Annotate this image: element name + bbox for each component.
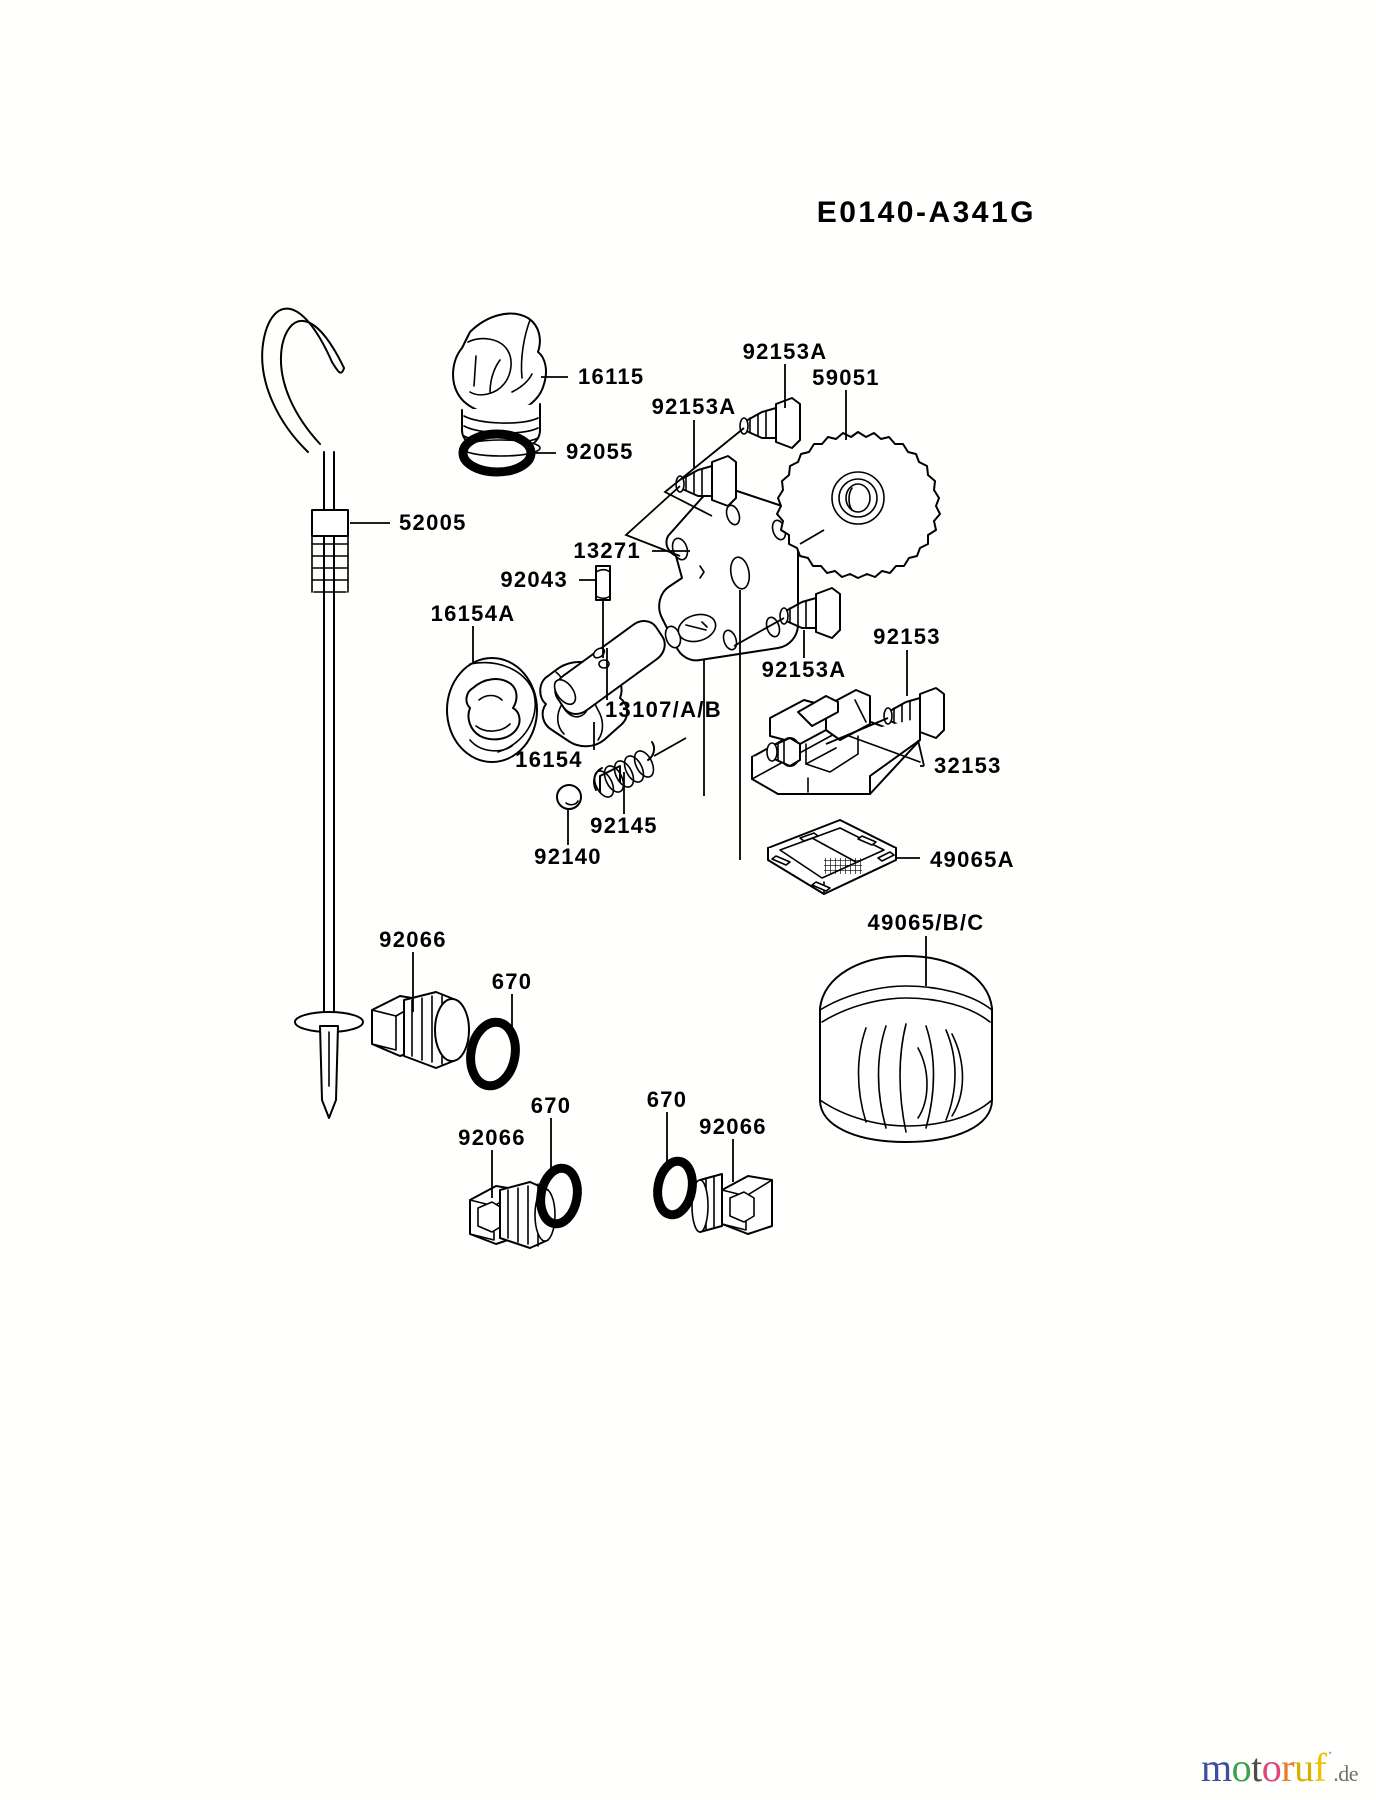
part-flanged-bolt-a1 [739,397,801,449]
part-callout-pin-dowel: 92043 [500,567,568,592]
part-oil-pump-gear [776,431,941,579]
part-callout-rotor-inner-pump: 16154 [515,747,583,772]
part-callout-o-ring-drain-mid: 670 [530,1093,572,1118]
part-relief-spring [593,741,656,798]
diagram-title: E0140-A341G [816,196,1036,229]
part-callout-pipe-oil-filter-base: 32153 [934,753,1002,778]
part-callout-bolt-flanged-upper: 92153A [742,339,828,364]
watermark-suffix: .de [1333,1761,1358,1786]
part-oil-pump-body-plate [658,487,799,662]
watermark-letter-o2: o [1261,1745,1282,1790]
part-oil-filter-cartridge [819,955,993,1143]
watermark-letter-m: m [1201,1745,1232,1790]
part-callout-spring-relief-valve: 92145 [590,813,658,838]
part-callout-dipstick-gauge: 52005 [399,510,467,535]
part-callout-o-ring-drain-large: 670 [491,969,533,994]
part-callout-shaft-oil-pump: 13107/A/B [605,697,722,722]
part-oil-filter-base [751,689,921,795]
part-callout-plug-drain-right: 92066 [699,1114,767,1139]
watermark-letter-o1: o [1231,1745,1252,1790]
part-callout-bolt-flanged-lower: 92153A [761,657,847,682]
part-callout-o-ring-drain-right: 670 [646,1087,688,1112]
part-flanged-bolt-a3 [779,587,841,639]
part-dowel-pin [595,565,611,601]
part-drain-plug-right [691,1173,773,1235]
part-flanged-bolt-a2 [675,455,737,507]
part-callout-ball-steel-relief: 92140 [534,844,602,869]
part-dipstick [261,307,364,1119]
watermark-letter-t: t [1251,1745,1262,1790]
part-callout-plug-drain-mid: 92066 [458,1125,526,1150]
part-drain-o-ring-a [466,1017,520,1091]
leader-lines [350,364,927,1198]
part-oil-screen [767,819,897,895]
site-watermark: motoruf˙.de [1201,1748,1358,1788]
part-callout-filter-oil-screen: 49065A [930,847,1015,872]
part-drain-plug-mid [469,1181,556,1249]
part-drain-plug-large [371,991,470,1069]
part-outer-rotor [446,657,538,763]
part-callout-plate-oil-pump-body: 13271 [573,538,641,563]
part-pump-shaft [553,620,666,715]
watermark-letter-u: u [1294,1745,1314,1790]
part-callout-bolt-flanged-left: 92153A [651,394,737,419]
part-drain-o-ring-c [653,1156,697,1220]
part-callout-plug-drain-large: 92066 [379,927,447,952]
part-drain-o-ring-b [536,1163,582,1229]
watermark-letter-r: r [1281,1745,1295,1790]
part-callout-o-ring-filler-cap: 92055 [566,439,634,464]
part-callout-bolt-flanged-filter-base: 92153 [873,624,941,649]
part-callout-gear-oil-pump: 59051 [812,365,880,390]
part-callout-filter-oil-cartridge: 49065/B/C [867,910,985,935]
watermark-letter-f: f [1313,1745,1327,1790]
watermark-dot: ˙ [1326,1746,1334,1772]
part-relief-ball [556,784,582,810]
part-callout-rotor-outer-pump: 16154A [430,601,516,626]
part-callout-oil-filler-cap: 16115 [578,364,645,389]
